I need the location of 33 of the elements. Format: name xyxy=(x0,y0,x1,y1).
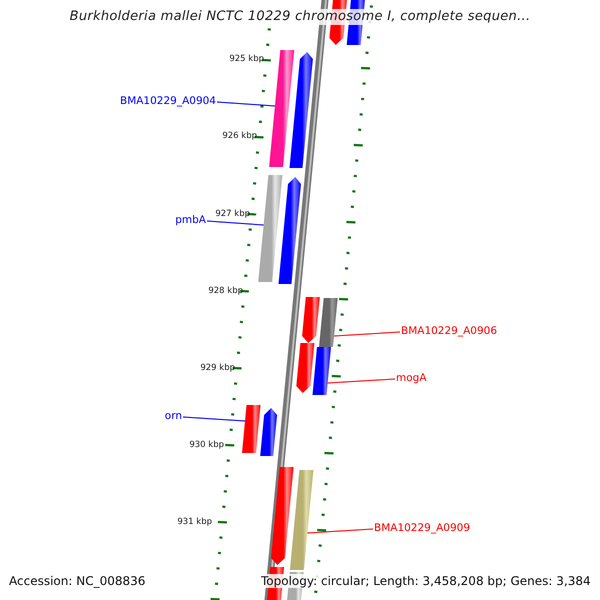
info-text: Accession: NC_008836 xyxy=(9,574,146,588)
gene-block xyxy=(290,470,314,570)
info-text: Topology: circular; Length: 3,458,208 bp; Genes: 3,384 xyxy=(261,574,591,588)
leader-line xyxy=(334,332,400,336)
gene-block xyxy=(312,347,331,395)
pointed-gene-block xyxy=(296,343,314,393)
scale-label: 927 kbp xyxy=(215,209,250,220)
scale-label: 926 kbp xyxy=(222,131,257,142)
gene-label: mogA xyxy=(396,372,427,385)
pointed-gene-block xyxy=(260,408,278,456)
leader-line xyxy=(306,528,374,534)
gene-block xyxy=(269,50,294,167)
pointed-gene-block xyxy=(271,467,294,565)
leader-line xyxy=(327,378,396,384)
gene-label: pmbA xyxy=(175,214,206,227)
scale-label: 929 kbp xyxy=(200,363,235,374)
gene-label: BMA10229_A0904 xyxy=(120,95,216,108)
gene-label: BMA10229_A0906 xyxy=(401,325,498,338)
scale-label: 930 kbp xyxy=(189,440,224,450)
gene-label: BMA10229_A0909 xyxy=(374,522,470,535)
gene-label: orn xyxy=(164,410,182,423)
gene-block xyxy=(319,298,338,347)
gene-block xyxy=(258,175,282,282)
leader-line xyxy=(216,102,276,106)
scale-label: 928 kbp xyxy=(208,286,243,296)
pointed-gene-block xyxy=(302,297,320,343)
scale-label: 925 kbp xyxy=(229,54,264,64)
gene-block xyxy=(242,405,260,453)
leader-line xyxy=(206,220,264,226)
pointed-gene-block xyxy=(290,52,313,168)
leader-line xyxy=(182,416,246,422)
pointed-gene-block xyxy=(278,177,301,284)
scale-label: 931 kbp xyxy=(177,517,212,528)
